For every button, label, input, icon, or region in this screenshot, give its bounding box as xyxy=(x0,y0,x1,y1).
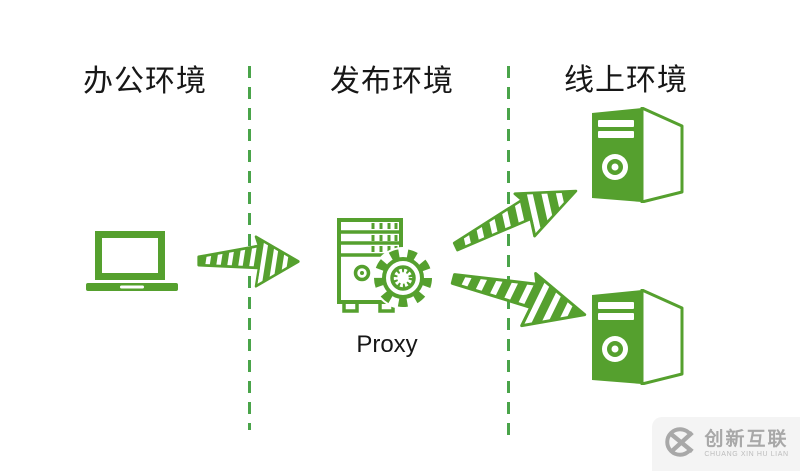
laptop-icon xyxy=(86,231,178,296)
proxy-caption: Proxy xyxy=(356,331,418,358)
brand-logo-icon xyxy=(663,425,697,464)
zone-label-office: 办公环境 xyxy=(83,65,207,98)
server-icon-bottom xyxy=(588,288,684,390)
server-icon-top xyxy=(588,106,684,208)
arrow-office-to-proxy-icon xyxy=(197,234,300,289)
arrow-proxy-to-server-bottom-icon xyxy=(444,250,595,344)
watermark-text: 创新互联 CHUANG XIN HU LIAN xyxy=(704,428,789,459)
watermark: 创新互联 CHUANG XIN HU LIAN xyxy=(652,417,800,471)
gear-icon xyxy=(372,247,434,309)
zone-label-release: 发布环境 xyxy=(330,65,454,98)
zone-label-online: 线上环境 xyxy=(564,64,688,97)
watermark-name-cn: 创新互联 xyxy=(704,428,789,450)
proxy-server-icon xyxy=(336,210,438,319)
arrow-proxy-to-server-top-icon xyxy=(443,167,588,272)
watermark-name-en: CHUANG XIN HU LIAN xyxy=(704,451,789,459)
zone-divider-right xyxy=(507,66,510,442)
